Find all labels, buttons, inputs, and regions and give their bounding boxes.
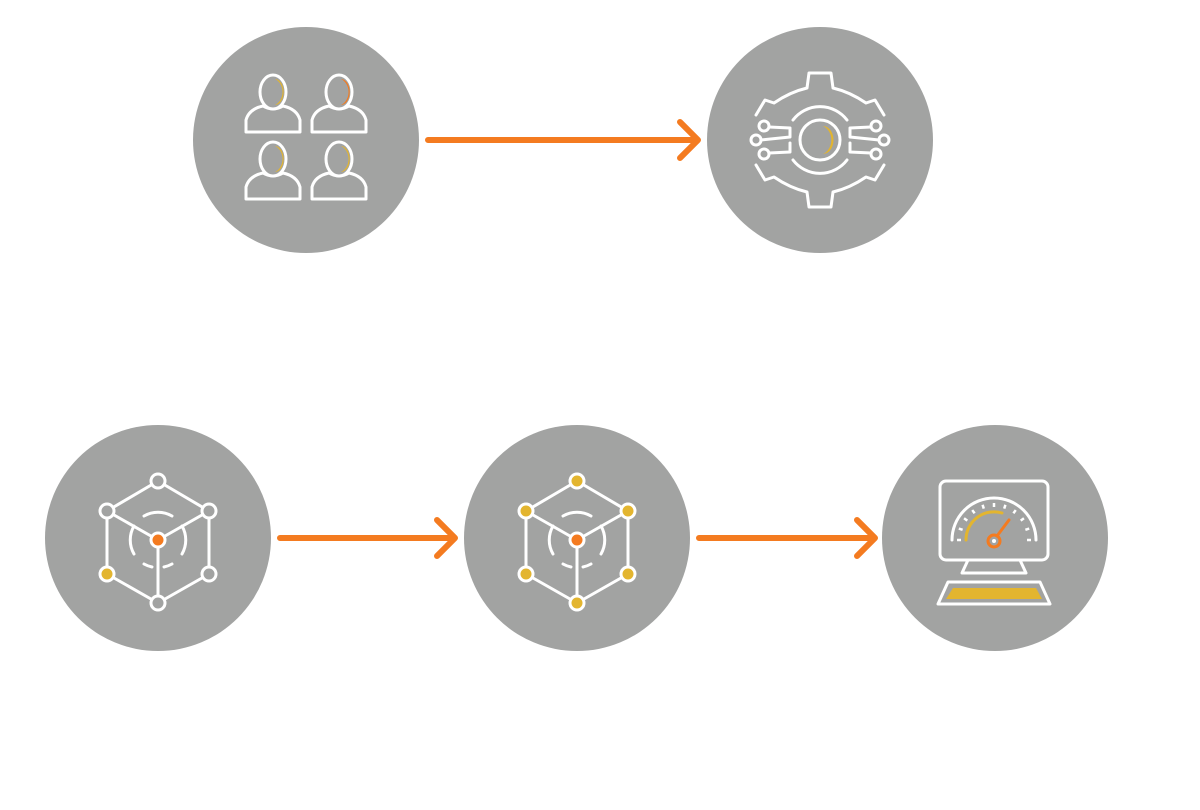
gauge-tick bbox=[981, 504, 985, 510]
cube-node-center bbox=[149, 531, 167, 549]
people-group-icon bbox=[244, 73, 368, 201]
cube-node-top bbox=[568, 472, 586, 490]
arrow-team-to-processing bbox=[425, 119, 701, 161]
cube-node-top bbox=[149, 472, 167, 490]
cube-node-bottom bbox=[568, 594, 586, 612]
arrow-network-full-to-dashboard bbox=[696, 517, 878, 559]
gauge-tick bbox=[1024, 527, 1030, 531]
cube-node-lower-right bbox=[200, 565, 218, 583]
cube-node-upper-left bbox=[98, 502, 116, 520]
processing-circle bbox=[707, 27, 933, 253]
dashboard-circle bbox=[882, 425, 1108, 651]
cube-node-upper-right bbox=[200, 502, 218, 520]
cube-node-lower-right bbox=[619, 565, 637, 583]
cube-node-upper-right bbox=[619, 502, 637, 520]
cube-node-lower-left bbox=[517, 565, 535, 583]
cube-node-bottom bbox=[149, 594, 167, 612]
gauge-tick bbox=[1012, 509, 1017, 515]
gauge-tick bbox=[1019, 517, 1025, 522]
cube-node-center bbox=[568, 531, 586, 549]
arrow-network-partial-to-full bbox=[277, 517, 458, 559]
gauge-tick bbox=[963, 517, 969, 522]
cube-network-icon bbox=[517, 472, 637, 612]
monitor-gauge-icon bbox=[936, 479, 1052, 606]
team-circle bbox=[193, 27, 419, 253]
gear-circuit-icon bbox=[749, 71, 891, 209]
cube-node-lower-left bbox=[98, 565, 116, 583]
cube-node-upper-left bbox=[517, 502, 535, 520]
gauge-tick bbox=[1003, 504, 1007, 510]
cube-network-icon bbox=[98, 472, 218, 612]
gauge-tick bbox=[958, 527, 964, 531]
gauge-tick bbox=[971, 509, 976, 515]
